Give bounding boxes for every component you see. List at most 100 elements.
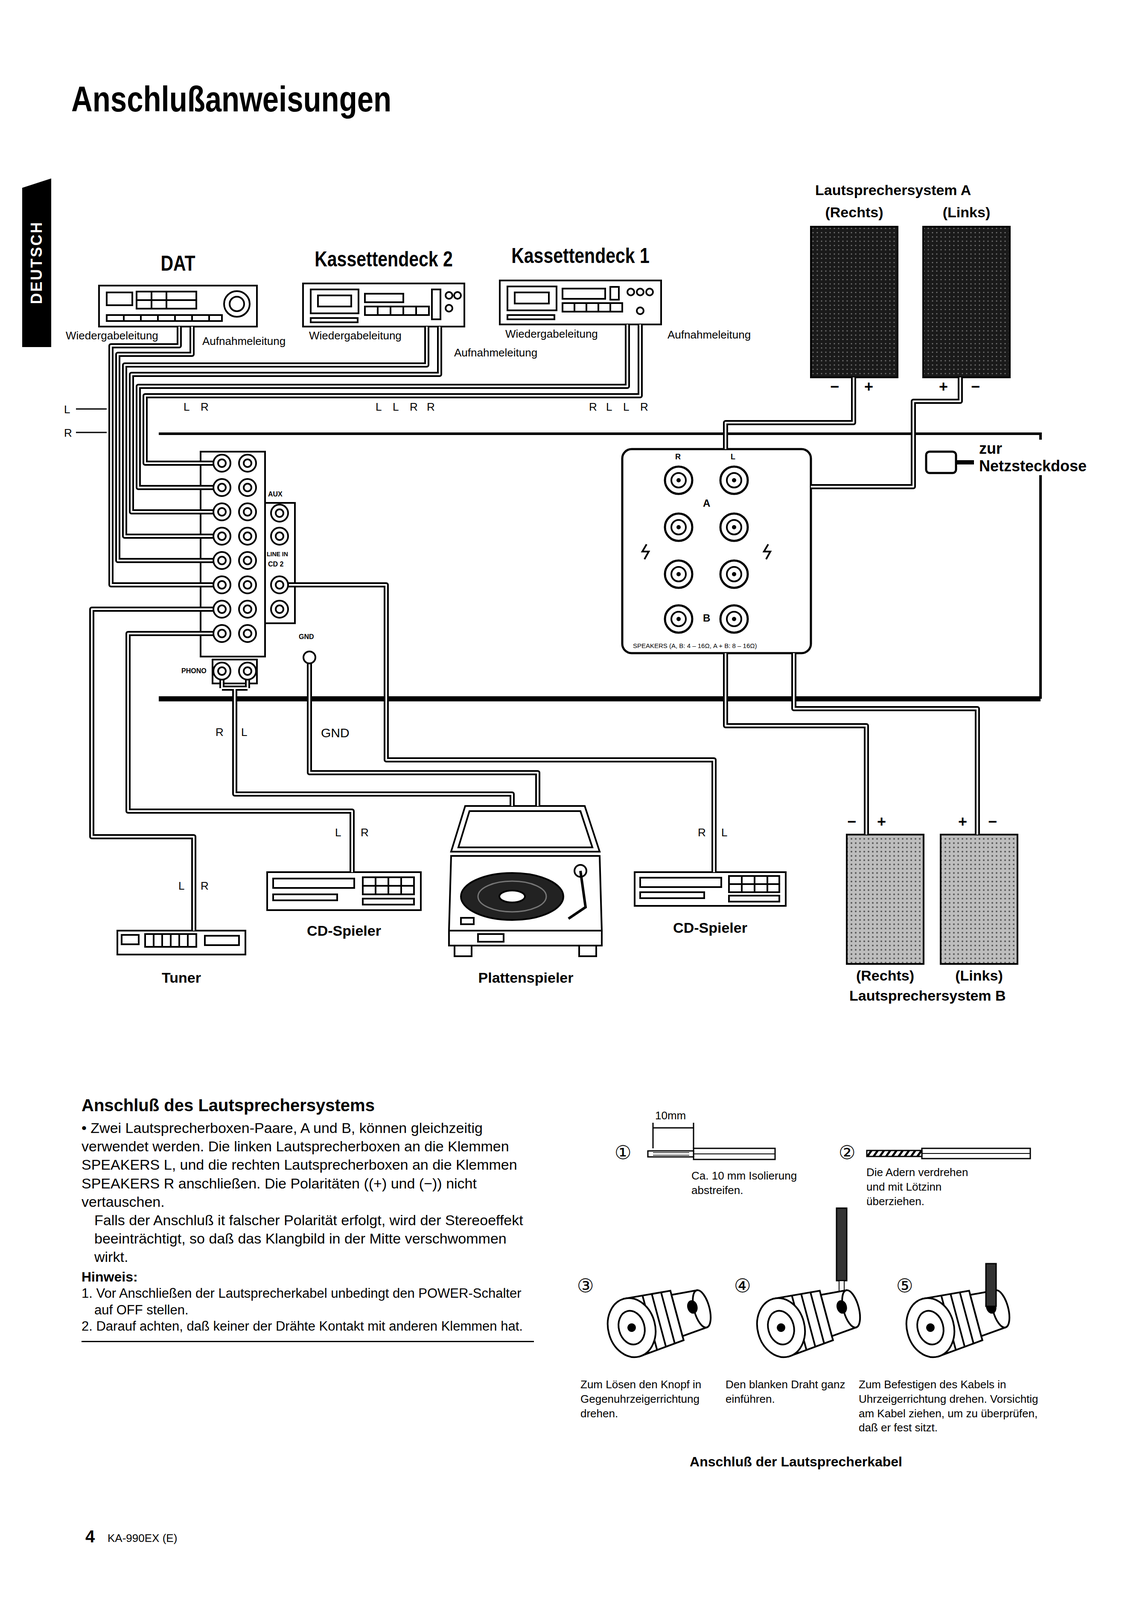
speaker-box: (Links) xyxy=(923,204,1010,378)
text-holder: Aufnahmeleitung xyxy=(200,335,288,348)
text-label: L xyxy=(392,400,399,414)
cable xyxy=(309,693,538,806)
note-heading: Hinweis: xyxy=(81,1268,534,1285)
rca-jack xyxy=(239,600,257,618)
cable-outline xyxy=(91,609,194,931)
callout-number: ④ xyxy=(734,1276,751,1295)
speaker-box: (Rechts) xyxy=(810,204,898,378)
speaker-terminal xyxy=(664,513,693,541)
input-panel: AUXLINE INCD 2GNDPHONO xyxy=(163,448,326,694)
wire-insulation xyxy=(921,1148,1031,1159)
text-holder: Plattenspieler xyxy=(478,969,574,986)
tuner xyxy=(117,930,246,955)
text-label: (Links) xyxy=(942,204,991,221)
section-heading: Anschluß des Lautsprechersystems xyxy=(81,1094,534,1116)
rca-jack xyxy=(213,551,231,569)
cable-stub xyxy=(163,463,326,694)
device-button-lines xyxy=(377,306,417,315)
text-holder: Tuner xyxy=(161,969,202,986)
text-label: L xyxy=(183,400,190,414)
device-buttons xyxy=(204,935,240,945)
device-display-lines xyxy=(728,875,780,892)
text-label: R xyxy=(215,725,224,739)
device-knob xyxy=(627,288,635,296)
text-holder: (Links) xyxy=(942,204,991,221)
cd-player: CD-Spieler xyxy=(267,871,421,939)
device-buttons xyxy=(640,891,705,898)
dust-cover xyxy=(451,805,600,852)
text-holder: + xyxy=(864,378,874,396)
jack-plate xyxy=(265,502,295,624)
text-holder: CD-Spieler xyxy=(673,919,748,936)
device-button xyxy=(121,934,139,945)
power-plug xyxy=(926,451,957,473)
text-holder: Lautsprechersystem A xyxy=(815,181,971,199)
text-holder: R xyxy=(409,400,418,414)
text-holder: GND xyxy=(319,725,352,740)
cable-core xyxy=(131,326,440,512)
device-knob xyxy=(636,307,644,315)
text-holder: PHONO xyxy=(181,666,207,675)
text-holder: Zum Befestigen des Kabels in Uhrzeigerri… xyxy=(858,1377,1047,1435)
text-label: DAT xyxy=(160,251,196,276)
device-buttons xyxy=(273,894,338,901)
cable-outline xyxy=(128,633,353,872)
text-label: Kassettendeck 1 xyxy=(511,244,650,268)
device-body xyxy=(634,871,786,906)
text-label: L xyxy=(64,402,70,417)
cable xyxy=(91,609,194,931)
text-label: R xyxy=(409,400,418,414)
text-label: CD 2 xyxy=(268,559,284,569)
binding-post xyxy=(900,1277,1016,1363)
platter-label xyxy=(499,890,525,903)
device-knob xyxy=(445,291,453,299)
text-holder: CD 2 xyxy=(268,559,284,569)
text-label: Zum Lösen den Knopf in Gegenuhrzeigerric… xyxy=(580,1377,713,1421)
input-panel xyxy=(163,451,326,694)
cable-core xyxy=(145,324,641,464)
device-display-lines xyxy=(136,291,197,309)
device-strip xyxy=(310,317,358,323)
dat-recorder: DAT xyxy=(99,251,257,327)
text-label: + xyxy=(864,378,874,396)
body-text: • Zwei Lautsprecherboxen-Paare, A und B,… xyxy=(81,1118,534,1211)
device-meter xyxy=(562,288,606,299)
text-label: GND xyxy=(298,632,315,641)
cable-outline xyxy=(793,652,978,835)
text-holder: Anschluß der Lautsprecherkabel xyxy=(689,1453,903,1470)
text-label: L xyxy=(730,452,736,462)
text-holder: R xyxy=(640,400,649,414)
cable-outline xyxy=(810,377,961,487)
text-label: R xyxy=(64,426,73,440)
cable-outline xyxy=(124,326,427,537)
cassette-window xyxy=(507,286,557,311)
wire-insulation xyxy=(693,1148,776,1160)
note-text: 1. Vor Anschließen der Lautsprecherkabel… xyxy=(81,1285,534,1319)
text-holder: R xyxy=(675,452,681,462)
cable-outline xyxy=(138,324,628,488)
device-slider xyxy=(431,289,441,320)
text-holder: R xyxy=(215,725,224,739)
speaker-cabinet xyxy=(846,834,924,964)
text-label: (Rechts) xyxy=(824,204,884,221)
cable xyxy=(131,326,440,512)
rca-jack xyxy=(271,600,289,618)
text-label: CD-Spieler xyxy=(306,922,382,939)
rca-jack xyxy=(271,504,289,522)
device-display-lines xyxy=(362,877,414,895)
language-tab xyxy=(22,178,52,347)
text-holder: ① xyxy=(614,1142,632,1162)
text-label: − xyxy=(970,378,980,396)
text-label: AUX xyxy=(268,489,283,499)
rca-jack xyxy=(213,576,231,594)
text-label: Plattenspieler xyxy=(478,969,574,986)
text-holder: L xyxy=(392,400,399,414)
note-text: 2. Darauf achten, daß keiner der Drähte … xyxy=(81,1317,534,1335)
text-label: CD-Spieler xyxy=(673,919,748,936)
cable-core xyxy=(234,693,513,806)
turntable xyxy=(448,805,602,957)
speaker-terminal xyxy=(664,605,693,633)
cassette-deck xyxy=(499,280,662,325)
text-label: (Links) xyxy=(955,967,1003,984)
device-knob xyxy=(224,291,250,317)
